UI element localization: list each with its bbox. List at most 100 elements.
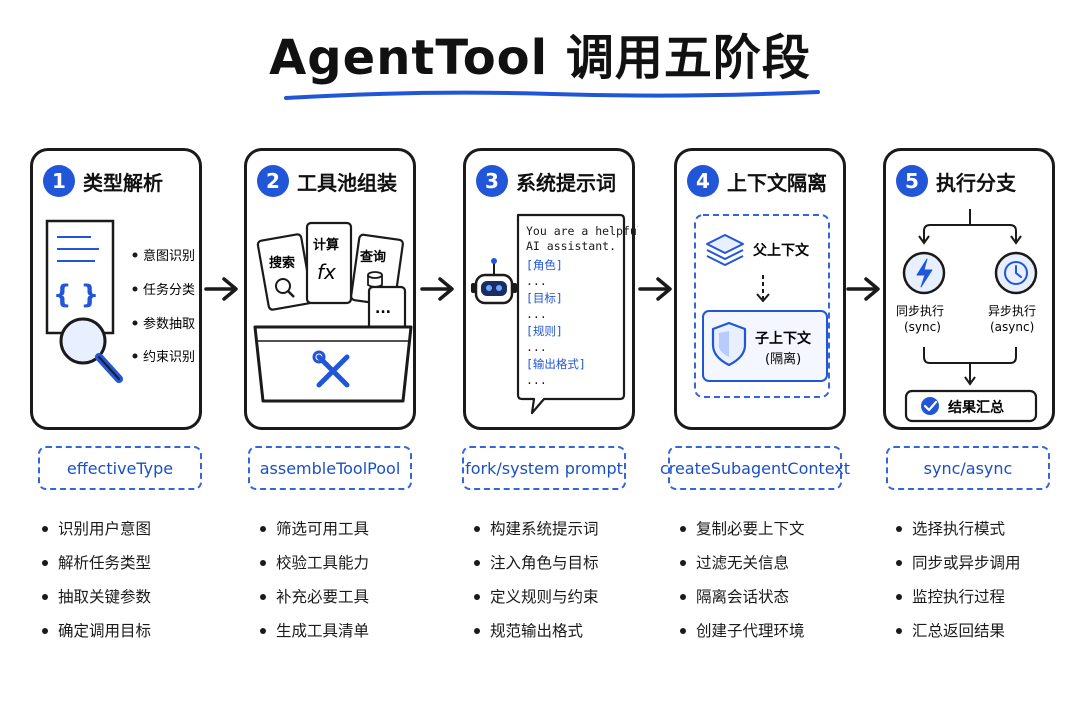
bullet-item: 解析任务类型: [40, 546, 220, 580]
tool-card-icon: 计算 fx: [305, 221, 353, 305]
function-label: assembleToolPool: [248, 446, 412, 490]
function-label: fork/system prompt: [462, 446, 626, 490]
intent-list-item: 参数抽取: [143, 316, 195, 332]
stage-bullet-list: 构建系统提示词 注入角色与目标 定义规则与约束 规范输出格式: [472, 512, 652, 648]
speech-bubble-icon: [516, 213, 626, 415]
stage-header: 4 上下文隔离: [687, 163, 827, 199]
async-label: 异步执行: [988, 304, 1036, 318]
prompt-tag: [目标]: [526, 291, 563, 305]
intent-list-item: 任务分类: [143, 282, 195, 298]
bullet-item: 创建子代理环境: [678, 614, 858, 648]
stage-header: 5 执行分支: [896, 163, 1016, 199]
bullet-item: 定义规则与约束: [472, 580, 652, 614]
down-arrow-icon: [756, 275, 770, 303]
bullet-item: 注入角色与目标: [472, 546, 652, 580]
prompt-line: ...: [526, 340, 547, 354]
more-tools-label: ...: [375, 301, 391, 317]
lightning-icon: [902, 251, 946, 295]
bullet-item: 构建系统提示词: [472, 512, 652, 546]
stage-card-system-prompt: 3 系统提示词 You are a helpful AI assistant. …: [463, 148, 638, 430]
stage-bullet-list: 选择执行模式 同步或异步调用 监控执行过程 汇总返回结果: [894, 512, 1074, 648]
tool-card-label: 计算: [313, 237, 339, 253]
sync-label: 同步执行: [896, 304, 944, 318]
function-label: sync/async: [886, 446, 1050, 490]
stage-header: 3 系统提示词: [476, 163, 616, 199]
stage-bullet-list: 复制必要上下文 过滤无关信息 隔离会话状态 创建子代理环境: [678, 512, 858, 648]
stage-number-badge: 1: [43, 165, 75, 197]
magnifier-icon: [59, 317, 123, 383]
tool-card-icon: ...: [367, 285, 407, 337]
tool-card-label: 查询: [359, 249, 386, 265]
clock-icon: [994, 251, 1038, 295]
formula-icon: fx: [317, 260, 336, 284]
intent-list: 意图识别 任务分类 参数抽取 约束识别: [132, 248, 195, 365]
async-code: (async): [990, 320, 1034, 334]
shield-icon: [711, 321, 747, 367]
prompt-text: You are a helpful AI assistant. [角色] ...…: [526, 224, 638, 387]
function-label: effectiveType: [38, 446, 202, 490]
bullet-item: 生成工具清单: [258, 614, 438, 648]
stage-illustration: 父上下文 子上下文 (隔离): [694, 214, 830, 398]
page-title: AgentTool 调用五阶段: [269, 30, 811, 86]
stage-title: 执行分支: [936, 170, 1016, 195]
intent-list-item: 约束识别: [143, 350, 195, 365]
bullet-item: 筛选可用工具: [258, 512, 438, 546]
stage-illustration: 同步执行 (sync) 异步执行 (async) 结果汇总: [896, 209, 1038, 423]
stage-header: 1 类型解析: [43, 163, 163, 199]
bullet-item: 汇总返回结果: [894, 614, 1074, 648]
stage-illustration: You are a helpful AI assistant. [角色] ...…: [471, 213, 638, 415]
bullet-item: 选择执行模式: [894, 512, 1074, 546]
stage-card-type-parsing: 1 类型解析 { } 意图识别 任务分类 参数抽取 约束识别: [30, 148, 202, 430]
stage-title: 上下文隔离: [727, 170, 827, 195]
child-context-note: (隔离): [765, 351, 801, 367]
result-summary-box: [904, 389, 1038, 423]
function-label: createSubagentContext: [660, 446, 850, 490]
prompt-tag: [角色]: [526, 258, 563, 272]
stage-number-badge: 5: [896, 165, 928, 197]
bullet-item: 补充必要工具: [258, 580, 438, 614]
wrench-screwdriver-icon: [312, 350, 350, 388]
bullet-item: 校验工具能力: [258, 546, 438, 580]
stage-bullet-list: 筛选可用工具 校验工具能力 补充必要工具 生成工具清单: [258, 512, 438, 648]
stage-number-badge: 4: [687, 165, 719, 197]
prompt-line: AI assistant.: [526, 239, 616, 253]
flow-arrow-icon: [204, 277, 238, 301]
bullet-item: 监控执行过程: [894, 580, 1074, 614]
tool-card-label: 搜索: [269, 255, 295, 271]
tool-card-icon: 搜索: [256, 233, 314, 311]
stage-card-toolpool: 2 工具池组装 搜索 计算 fx 查询 ...: [244, 148, 416, 430]
bullet-item: 确定调用目标: [40, 614, 220, 648]
bullet-item: 同步或异步调用: [894, 546, 1074, 580]
child-context-label: 子上下文: [755, 330, 812, 347]
flow-arrow-icon: [638, 277, 672, 301]
stage-header: 2 工具池组装: [257, 163, 397, 199]
prompt-line: ...: [526, 274, 547, 288]
stage-number-badge: 2: [257, 165, 289, 197]
bullet-item: 隔离会话状态: [678, 580, 858, 614]
bullet-item: 识别用户意图: [40, 512, 220, 546]
stage-card-context-isolation: 4 上下文隔离 父上下文 子上下文 (隔离): [674, 148, 846, 430]
prompt-line: You are a helpful: [526, 224, 638, 238]
bullet-item: 复制必要上下文: [678, 512, 858, 546]
stage-title: 类型解析: [83, 170, 163, 195]
robot-icon: [471, 258, 517, 305]
flow-arrow-icon: [846, 277, 880, 301]
stage-title: 工具池组装: [297, 170, 397, 195]
stage-bullet-list: 识别用户意图 解析任务类型 抽取关键参数 确定调用目标: [40, 512, 220, 648]
intent-list-item: 意图识别: [143, 248, 195, 264]
prompt-line: ...: [526, 307, 547, 321]
parent-context-label: 父上下文: [752, 242, 810, 259]
prompt-tag: [输出格式]: [526, 357, 586, 371]
title-underline: [284, 90, 820, 100]
layers-icon: [706, 234, 744, 266]
prompt-tag: [规则]: [526, 324, 563, 338]
braces-icon: { }: [53, 280, 99, 310]
stage-illustration: 搜索 计算 fx 查询 ...: [253, 221, 413, 403]
stage-card-execution-branch: 5 执行分支 同步执行 (sync) 异步执行 (async): [883, 148, 1055, 430]
bullet-item: 规范输出格式: [472, 614, 652, 648]
branch-lines: [918, 209, 1022, 386]
bullet-item: 过滤无关信息: [678, 546, 858, 580]
stage-illustration: { } 意图识别 任务分类 参数抽取 约束识别: [45, 219, 195, 383]
stage-title: 系统提示词: [516, 170, 616, 195]
bullet-item: 抽取关键参数: [40, 580, 220, 614]
